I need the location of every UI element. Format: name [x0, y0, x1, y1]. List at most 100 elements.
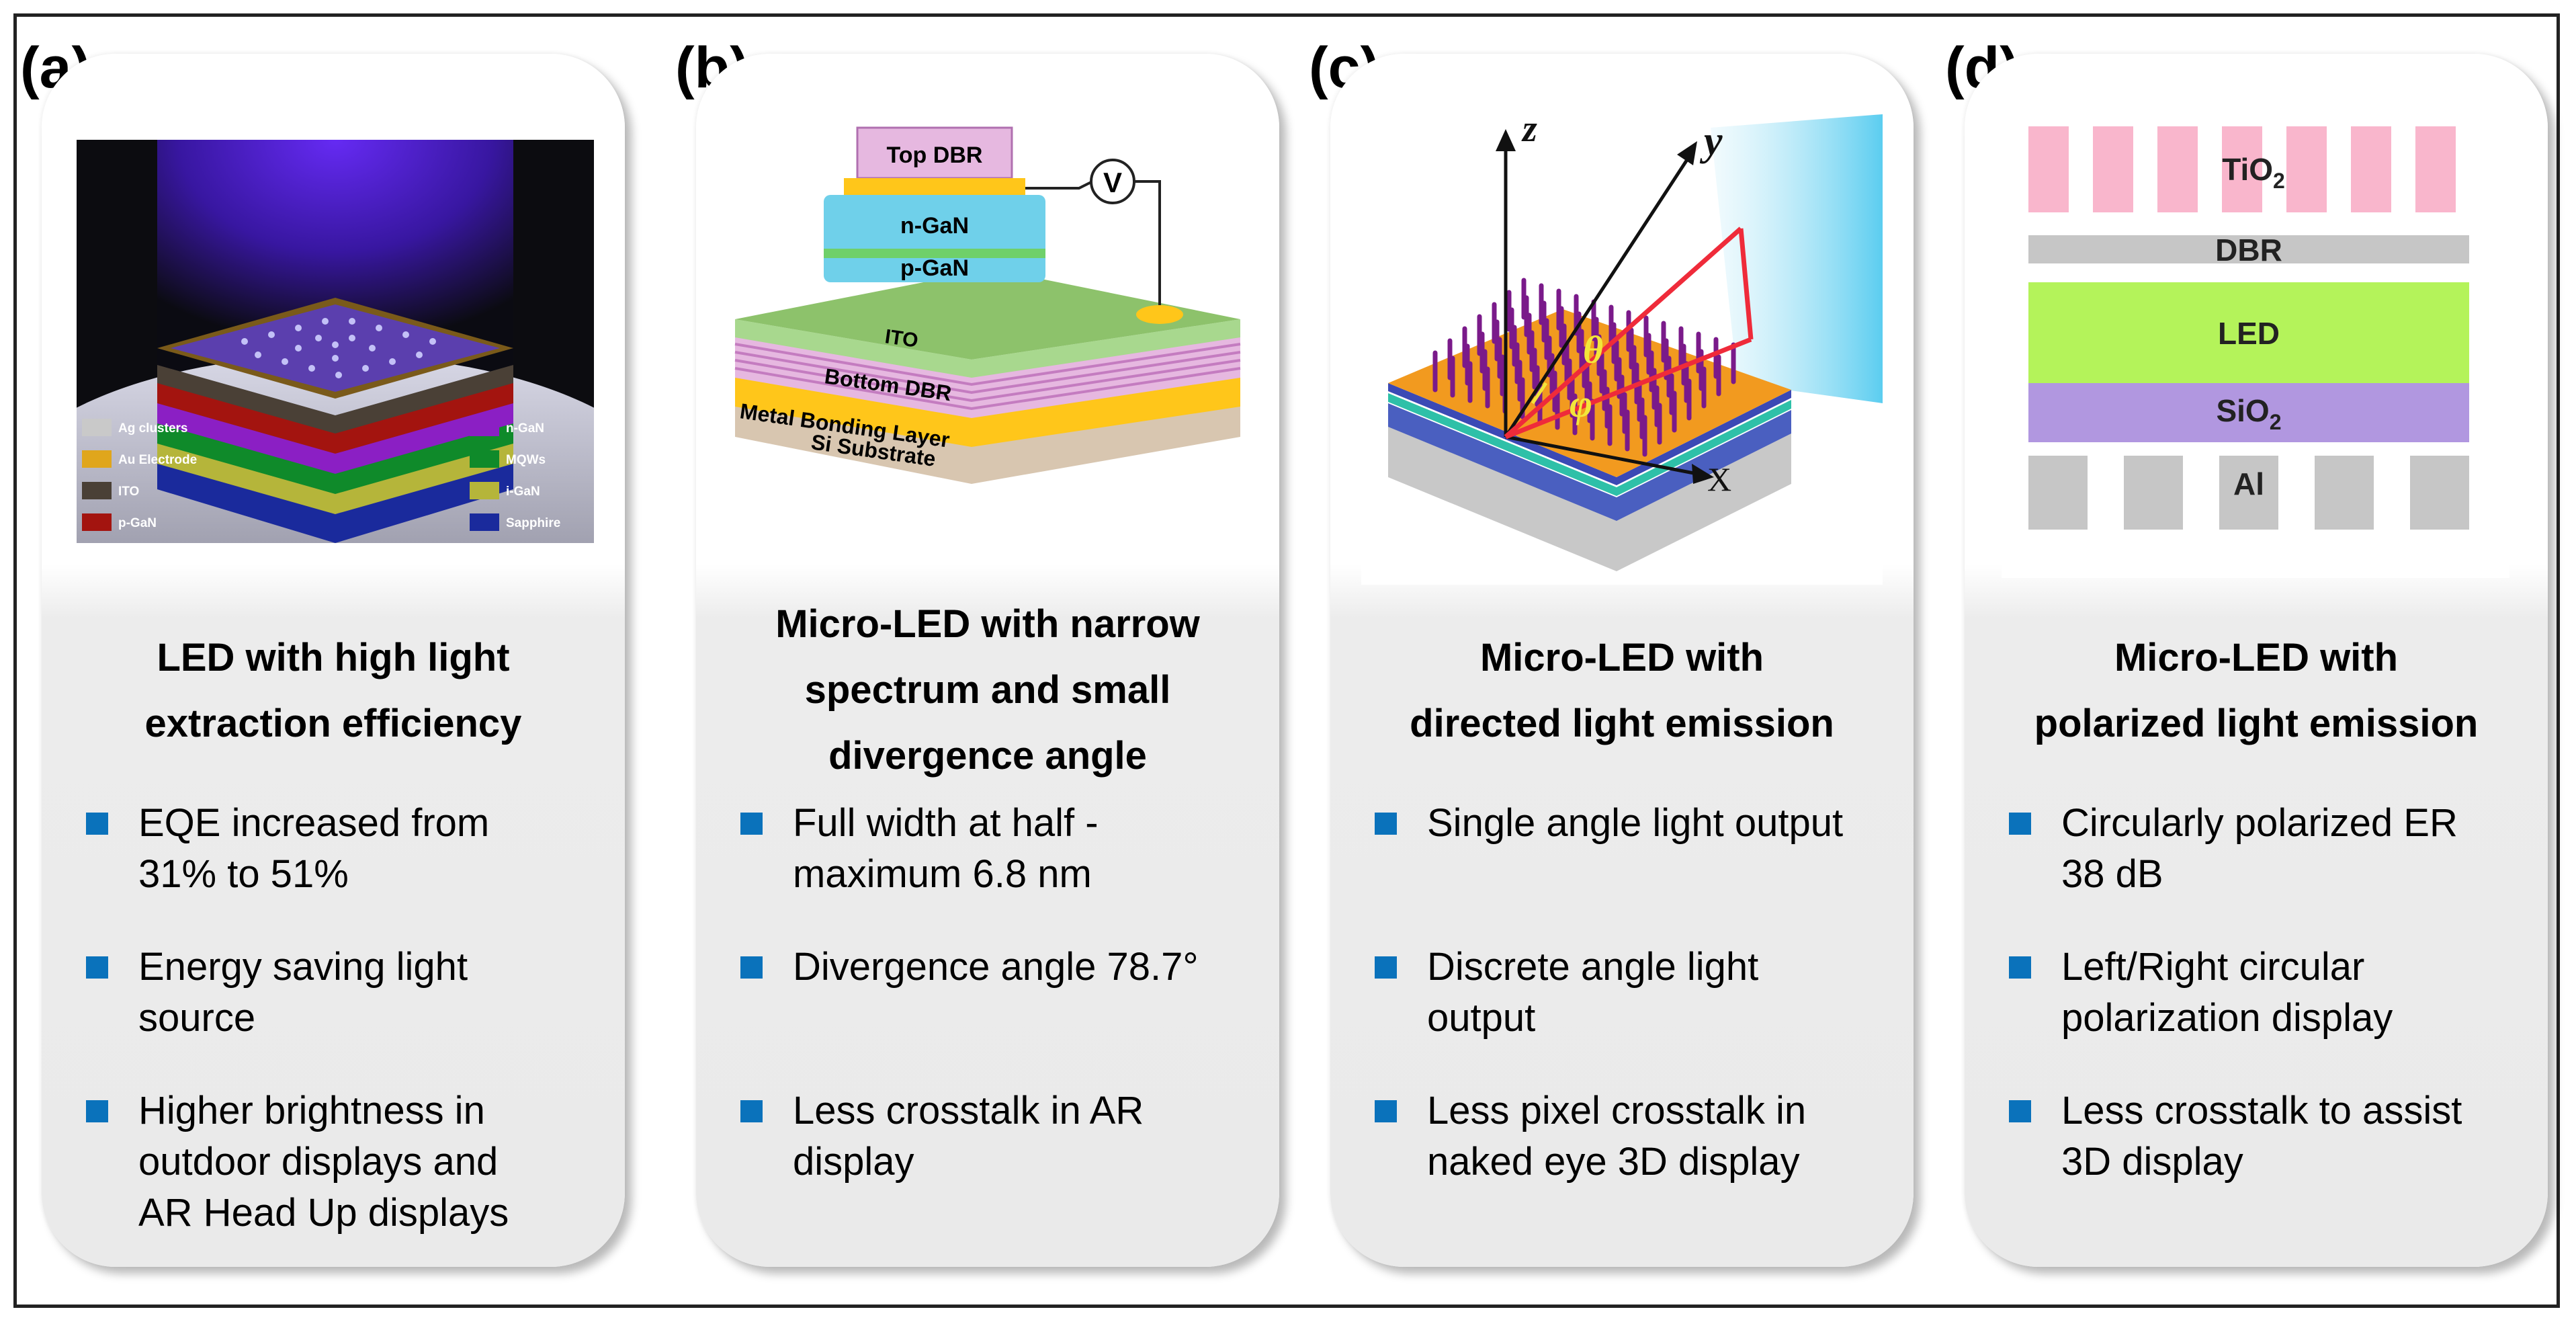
bullet-line: Less crosstalk to assist — [2061, 1089, 2462, 1132]
sio2-layer — [2028, 383, 2469, 442]
bullet-square-icon — [740, 813, 763, 835]
legend-swatch — [82, 482, 112, 499]
bullet-item: Less crosstalk in AR display — [732, 1085, 1263, 1188]
x-axis-label: X — [1707, 460, 1731, 498]
legend-label: Sapphire — [506, 516, 560, 530]
bullet-line: outdoor displays and — [138, 1140, 499, 1184]
bullet-list-c: Single angle light output Discrete angle… — [1367, 798, 1897, 1188]
bullet-item: Less crosstalk to assist 3D display — [2001, 1085, 2532, 1188]
al-label: Al — [2233, 466, 2264, 501]
bullet-line: Single angle light output — [1427, 801, 1844, 845]
bullet-square-icon — [2009, 813, 2031, 835]
led-layer — [2028, 282, 2469, 383]
legend-label: n-GaN — [506, 421, 544, 436]
bullet-text: Circularly polarized ER 38 dB — [2061, 798, 2532, 900]
voltage-label: V — [1103, 167, 1122, 198]
al-bar — [2124, 456, 2183, 530]
card-b: V Top DBR n-GaN p-GaN ITO Bottom DBR Met… — [696, 54, 1279, 1267]
bullet-text: Divergence angle 78.7° — [793, 942, 1263, 993]
n-gan-label: n-GaN — [900, 213, 969, 239]
polarized-emission-figure: TiO2 DBR LED SiO2 Al — [2002, 87, 2509, 578]
bullet-item: EQE increased from 31% to 51% — [78, 798, 609, 900]
title-line: spectrum and small — [804, 668, 1171, 712]
al-bar — [2219, 456, 2278, 530]
bullet-square-icon — [1375, 813, 1397, 835]
bullet-text: Less crosstalk to assist 3D display — [2061, 1085, 2532, 1188]
bullet-line: Left/Right circular — [2061, 945, 2365, 989]
bullet-text: EQE increased from 31% to 51% — [138, 798, 609, 900]
bullet-item: Less pixel crosstalk in naked eye 3D dis… — [1367, 1085, 1897, 1188]
legend-label: Ag clusters — [118, 421, 187, 436]
bullet-list-b: Full width at half - maximum 6.8 nm Dive… — [732, 798, 1263, 1188]
bullet-item: Left/Right circular polarization display — [2001, 942, 2532, 1044]
directed-emission-figure: z y θ φ X — [1361, 87, 1883, 585]
title-line: Micro-LED with — [2114, 636, 2399, 679]
al-bar — [2410, 456, 2469, 530]
bullet-square-icon — [740, 1100, 763, 1122]
title-line: Micro-LED with narrow — [775, 602, 1200, 646]
bullet-line: Full width at half - — [793, 801, 1099, 845]
bullet-text: Less crosstalk in AR display — [793, 1085, 1263, 1188]
bullet-item: Higher brightness in outdoor displays an… — [78, 1085, 609, 1239]
bullet-text: Discrete angle light output — [1427, 942, 1897, 1044]
tio2-pillar — [2093, 126, 2133, 212]
bullet-line: Discrete angle light — [1427, 945, 1759, 989]
bullet-item: Energy saving light source — [78, 942, 609, 1044]
legend-swatch — [82, 513, 112, 531]
bullet-line: 3D display — [2061, 1140, 2243, 1184]
tio2-pillar — [2415, 126, 2456, 212]
bullet-line: 38 dB — [2061, 852, 2163, 896]
bullet-item: Discrete angle light output — [1367, 942, 1897, 1044]
bullet-line: AR Head Up displays — [138, 1191, 509, 1235]
title-line: LED with high light — [157, 636, 510, 679]
bullet-line: Circularly polarized ER — [2061, 801, 2458, 845]
bullet-line: Divergence angle 78.7° — [793, 945, 1199, 989]
bullet-line: maximum 6.8 nm — [793, 852, 1092, 896]
tio2-pillar — [2028, 126, 2069, 212]
card-title-c: Micro-LED with directed light emission — [1350, 625, 1893, 757]
title-line: divergence angle — [828, 734, 1147, 778]
bullet-line: Higher brightness in — [138, 1089, 485, 1132]
bullet-square-icon — [740, 956, 763, 979]
legend-label: ITO — [118, 485, 139, 499]
bullet-item: Circularly polarized ER 38 dB — [2001, 798, 2532, 900]
bullet-square-icon — [86, 956, 108, 979]
tio2-pillar — [2157, 126, 2198, 212]
ito-label: ITO — [884, 325, 920, 352]
polarized-layer-stack: TiO2 DBR LED SiO2 Al — [2028, 126, 2469, 530]
bullet-list-a: EQE increased from 31% to 51% Energy sav… — [78, 798, 609, 1239]
legend-label: i-GaN — [506, 485, 540, 499]
bullet-line: display — [793, 1140, 914, 1184]
legend-swatch — [470, 513, 499, 531]
title-line: extraction efficiency — [144, 702, 522, 745]
tio2-pillar — [2351, 126, 2391, 212]
theta-label: θ — [1583, 328, 1603, 372]
tio2-label: TiO2 — [2222, 152, 2285, 193]
micro-led-dbr-illustration: V Top DBR n-GaN p-GaN ITO Bottom DBR Met… — [734, 126, 1241, 484]
bullet-text: Higher brightness in outdoor displays an… — [138, 1085, 609, 1239]
legend-swatch — [82, 419, 112, 436]
sio2-label: SiO2 — [2216, 393, 2281, 434]
bullet-text: Left/Right circular polarization display — [2061, 942, 2532, 1044]
bullet-square-icon — [86, 1100, 108, 1122]
legend-swatch — [470, 482, 499, 499]
p-gan-label: p-GaN — [900, 255, 969, 281]
bullet-line: Energy saving light — [138, 945, 468, 989]
card-title-b: Micro-LED with narrow spectrum and small… — [716, 591, 1259, 789]
bullet-line: polarization display — [2061, 996, 2393, 1040]
directed-emission-illustration: z y θ φ X — [1388, 108, 1883, 571]
legend-label: MQWs — [506, 453, 546, 467]
led-label: LED — [2218, 316, 2280, 351]
bullet-text: Less pixel crosstalk in naked eye 3D dis… — [1427, 1085, 1897, 1188]
card-d: TiO2 DBR LED SiO2 Al Micro-LED with pola… — [1965, 54, 2548, 1267]
legend-label: p-GaN — [118, 516, 157, 530]
bullet-square-icon — [2009, 956, 2031, 979]
micro-led-dbr-figure: V Top DBR n-GaN p-GaN ITO Bottom DBR Met… — [730, 87, 1246, 558]
bullet-line: EQE increased from — [138, 801, 490, 845]
bullet-item: Divergence angle 78.7° — [732, 942, 1263, 993]
bullet-line: naked eye 3D display — [1427, 1140, 1800, 1184]
legend-label: Au Electrode — [118, 453, 197, 467]
dbr-layer — [2028, 235, 2469, 263]
